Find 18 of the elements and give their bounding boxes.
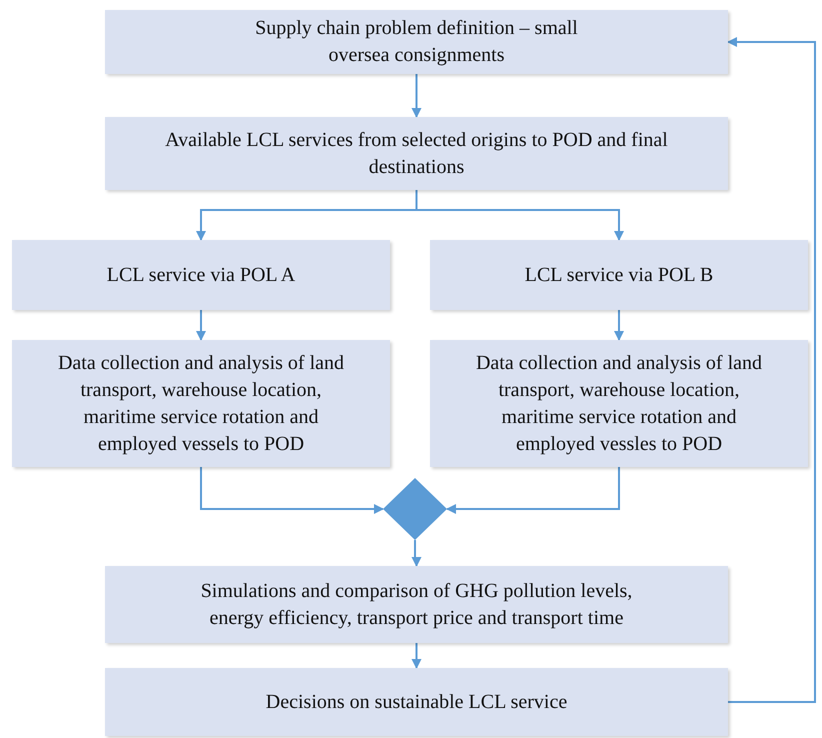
process-box: Simulations and comparison of GHG pollution levels, energy efficiency, transport price and transport time [105,566,728,643]
process-box: Supply chain problem definition – small oversea consignments [105,10,728,74]
process-box: Decisions on sustainable LCL service [105,668,728,736]
arrow [416,190,624,241]
arrow [412,540,422,567]
diamond-shape [383,478,447,540]
process-box: Data collection and analysis of land transport, warehouse location, maritime service rotation and employed vessels to POD [12,340,390,467]
process-box: Data collection and analysis of land transport, warehouse location, maritime service rotation and employed vessles to POD [430,340,808,467]
arrow [412,643,422,669]
process-box: LCL service via POL B [430,240,808,310]
arrow [200,467,384,514]
arrow [412,74,422,118]
arrow [446,467,620,514]
arrow [614,310,624,341]
process-box: LCL service via POL A [12,240,390,310]
arrow [196,310,206,341]
arrow [727,37,816,703]
process-box: Available LCL services from selected origins to POD and final destinations [105,117,728,190]
